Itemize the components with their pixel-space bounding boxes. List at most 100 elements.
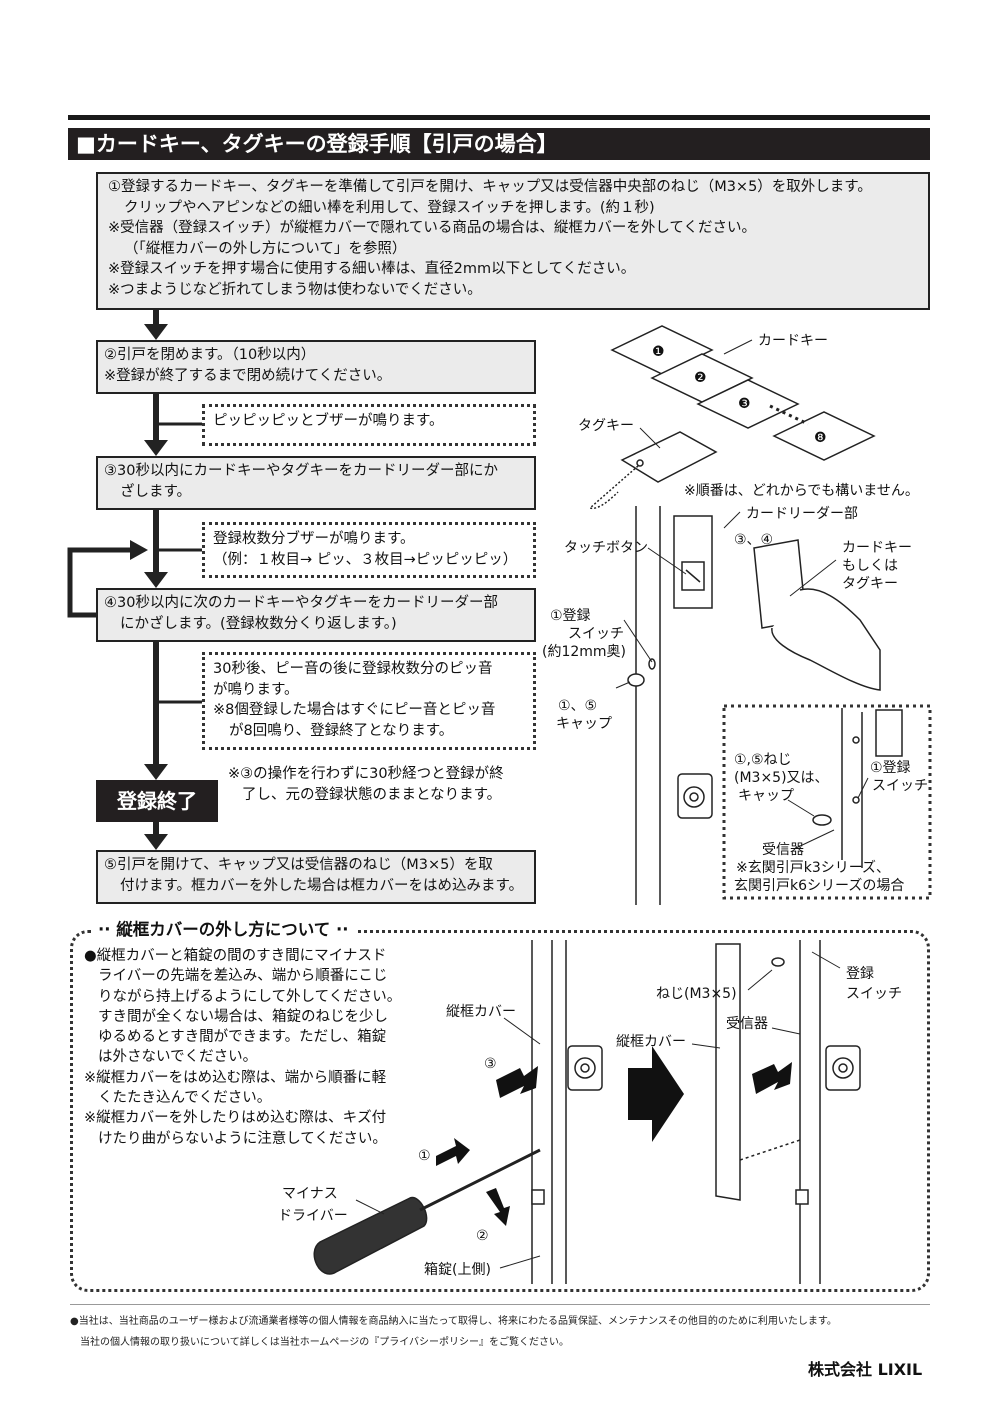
step1-line: （「縦框カバーの外し方について」を参照） xyxy=(124,240,407,257)
inset-switch-line: ①登録 xyxy=(870,760,911,776)
inset-receiver-label: 受信器 xyxy=(762,842,804,858)
card-num-3: ❸ xyxy=(738,396,751,412)
step4-box: ④30秒以内に次のカードキーやタグキーをカードリーダー部 にかざします。(登録枚… xyxy=(96,588,536,642)
arrow-receiver xyxy=(752,1062,792,1094)
num-2-label: ② xyxy=(476,1228,489,1244)
frame-cover-label: 縦框カバー xyxy=(446,1004,516,1020)
section-line: ゆるめるとすき間ができます。ただし、箱錠 xyxy=(98,1029,387,1046)
section-line: ●縦框カバーと箱錠の間のすき間にマイナスド xyxy=(84,948,387,964)
card-num-1: ❶ xyxy=(652,344,665,360)
timeout-note-line: ※③の操作を行わずに30秒経つと登録が終 xyxy=(228,766,504,782)
flow-arrow xyxy=(144,764,168,780)
step5-line: 付けます。框カバーを外した場合は框カバーをはめ込みます。 xyxy=(120,877,524,894)
step2-box: ②引戸を閉めます。（10秒以内） ※登録が終了するまで閉め続けてください。 xyxy=(96,340,536,394)
num-3-label: ③ xyxy=(484,1056,497,1072)
card-num-8: ❽ xyxy=(814,430,827,446)
timeout-note-line: 了し、元の登録状態のままとなります。 xyxy=(242,786,502,803)
end-note-line: が鳴ります。 xyxy=(213,681,299,698)
flow-arrow xyxy=(144,440,168,456)
card-num-2: ❷ xyxy=(694,370,707,386)
screw-label: ねじ(M3×5) xyxy=(656,986,737,1002)
box-lock-label: 箱錠(上側) xyxy=(424,1262,491,1278)
footer-privacy-line: 当社の個人情報の取り扱いについて詳しくは当社ホームページの『プライバシーポリシー… xyxy=(80,1337,569,1348)
step2-line: ②引戸を閉めます。（10秒以内） xyxy=(104,347,316,363)
step1-line: ※つまようじなど折れてしまう物は使わないでください。 xyxy=(108,281,482,298)
flow-arrow xyxy=(144,572,168,588)
door-frame-illustration xyxy=(615,506,881,905)
tag-key-label: タグキー xyxy=(578,418,634,434)
count-note-line: （例：１枚目→ ピッ、３枚目→ピッピッピッ） xyxy=(213,551,518,568)
section-title: ·· 縦框カバーの外し方について ·· xyxy=(92,916,355,940)
step2-line: ※登録が終了するまで閉め続けてください。 xyxy=(104,367,392,384)
step4-line: ④30秒以内に次のカードキーやタグキーをカードリーダー部 xyxy=(104,595,498,611)
step-ref-label: ③、④ xyxy=(734,532,773,548)
step4-line: にかざします。(登録枚数分くり返します。) xyxy=(120,615,397,632)
num-1-label: ① xyxy=(418,1148,431,1164)
footer-privacy-line: ●当社は、当社商品のユーザー様および流通業者様等の個人情報を商品納入に当たって取… xyxy=(70,1316,837,1327)
frame-cover-label-2: 縦框カバー xyxy=(616,1034,686,1050)
section-line: ※縦框カバーをはめ込む際は、端から順番に軽 xyxy=(84,1069,387,1086)
inset-screw-line: キャップ xyxy=(738,788,794,804)
k3k6-inset-frame xyxy=(722,704,932,900)
registration-end-label: 登録終了 xyxy=(96,780,218,822)
loop-arrow xyxy=(130,540,148,560)
step1-line: ※受信器（登録スイッチ）が縦框カバーで隠れている商品の場合は、縦框カバーを外して… xyxy=(108,220,756,236)
arrow-3 xyxy=(496,1066,538,1098)
order-note: ※順番は、どれからでも構いません。 xyxy=(684,483,919,499)
inset-note-line: ※玄関引戸k3シリーズ、 xyxy=(736,859,890,876)
step1-line: ①登録するカードキー、タグキーを準備して引戸を開け、キャップ又は受信器中央部のね… xyxy=(108,179,872,195)
footer-rule xyxy=(70,1304,930,1305)
screwdriver-label-line: ドライバー xyxy=(278,1208,348,1224)
step1-line: クリップやヘアピンなどの細い棒を利用して、登録スイッチを押します。(約１秒) xyxy=(124,199,655,216)
cover-removal-section xyxy=(70,930,930,1292)
reader-label: カードリーダー部 xyxy=(746,506,858,522)
card-keys-illustration xyxy=(588,325,876,510)
transition-arrow xyxy=(628,1046,684,1142)
step3-box: ③30秒以内にカードキーやタグキーをカードリーダー部にか ざします。 xyxy=(96,456,536,510)
card-or-tag-line: カードキー xyxy=(842,540,912,556)
step1-line: ※登録スイッチを押す場合に使用する細い棒は、直径2mm以下としてください。 xyxy=(108,261,636,277)
section-line: ライバーの先端を差込み、端から順番にこじ xyxy=(98,968,388,985)
inset-screw-line: ①,⑤ねじ xyxy=(734,752,792,768)
card-or-tag-line: もしくは xyxy=(842,558,898,574)
switch-label-line: ①登録 xyxy=(550,608,591,624)
inset-switch-line: スイッチ xyxy=(872,778,928,794)
cap-label-line: キャップ xyxy=(556,716,612,732)
count-note-line: 登録枚数分ブザーが鳴ります。 xyxy=(213,531,415,547)
card-or-tag-line: タグキー xyxy=(842,576,898,592)
company-logo: 株式会社 LIXIL xyxy=(808,1360,923,1379)
end-note-line: が8回鳴り、登録終了となります。 xyxy=(229,722,454,739)
buzzer-note-text: ピッピッピッとブザーが鳴ります。 xyxy=(213,413,444,429)
section-line: りながら持上げるようにして外してください。 xyxy=(98,988,402,1005)
step5-box: ⑤引戸を開けて、キャップ又は受信器のねじ（M3×5）を取 付けます。框カバーを外… xyxy=(96,850,536,904)
receiver-inset-illustration xyxy=(787,708,903,868)
step3-line: ③30秒以内にカードキーやタグキーをカードリーダー部にか xyxy=(104,463,498,479)
screwdriver-label-line: マイナス xyxy=(282,1186,338,1202)
card-8-shape xyxy=(772,411,876,461)
switch-label-line: スイッチ xyxy=(846,986,902,1002)
flow-arrow xyxy=(144,834,168,850)
step5-line: ⑤引戸を開けて、キャップ又は受信器のねじ（M3×5）を取 xyxy=(104,857,493,873)
arrow-2 xyxy=(486,1188,510,1226)
section-line: くたたき込んでください。 xyxy=(98,1090,272,1107)
end-note-line: ※8個登録した場合はすぐにピー音とピッ音 xyxy=(213,702,496,718)
section-line: ※縦框カバーを外したりはめ込む際は、キズ付 xyxy=(84,1110,387,1127)
count-note: 登録枚数分ブザーが鳴ります。 （例：１枚目→ ピッ、３枚目→ピッピッピッ） xyxy=(202,522,536,578)
flow-arrow xyxy=(144,324,168,340)
section-line: けたり曲がらないように注意してください。 xyxy=(98,1130,387,1147)
card-3-shape xyxy=(696,379,800,429)
arrow-1 xyxy=(436,1138,470,1166)
card-key-label: カードキー xyxy=(758,333,828,349)
cap-label-line: ①、⑤ xyxy=(558,698,597,714)
timeout-note: ※③の操作を行わずに30秒経つと登録が終 了し、元の登録状態のままとなります。 xyxy=(228,764,504,805)
receiver-label: 受信器 xyxy=(726,1016,768,1032)
section-line: すき間が全くない場合は、箱錠のねじを少し xyxy=(98,1008,388,1025)
cap-shape xyxy=(627,673,645,687)
tag-key-shape xyxy=(620,431,718,483)
end-note-line: 30秒後、ピー音の後に登録枚数分のピッ音 xyxy=(213,661,493,677)
section-title-text: 縦框カバーの外し方について xyxy=(116,920,331,939)
touch-button-label: タッチボタン xyxy=(564,540,648,556)
inset-note-line: 玄関引戸k6シリーズの場合 xyxy=(734,877,904,894)
